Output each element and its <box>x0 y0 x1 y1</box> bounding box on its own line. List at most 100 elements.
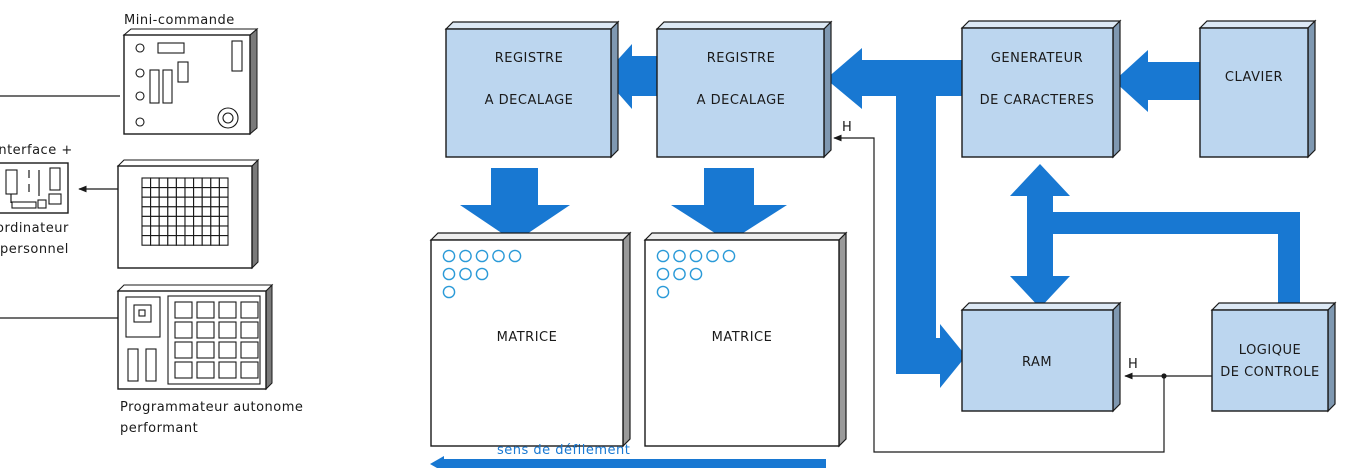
shift-register-1-block: REGISTRE A DECALAGE <box>444 20 620 159</box>
computer-key <box>141 235 152 246</box>
led-dot <box>656 249 670 263</box>
computer-key <box>193 215 203 227</box>
led-dot <box>656 285 670 299</box>
programmer-key <box>240 301 259 319</box>
programmer-key <box>196 321 215 339</box>
computer-key <box>210 225 220 237</box>
character-generator-block: GENERATEUR DE CARACTERES <box>960 19 1122 159</box>
computer-key <box>158 235 169 246</box>
computer-key <box>184 225 195 237</box>
computer-key <box>158 225 169 237</box>
computer-key <box>167 187 177 198</box>
led-dot <box>689 267 703 281</box>
led-dot <box>492 249 505 263</box>
clock-lines: H H <box>833 120 1212 453</box>
character-generator-line1: GENERATEUR <box>991 51 1083 66</box>
ram-block: RAM <box>960 301 1122 413</box>
computer-key <box>184 187 195 198</box>
led-dot <box>475 249 489 263</box>
programmer-key <box>196 341 215 359</box>
led-dot <box>459 249 472 263</box>
programmer-key <box>174 361 193 379</box>
computer-key <box>141 177 152 189</box>
control-logic-block: LOGIQUE DE CONTROLE <box>1210 301 1337 413</box>
computer-key <box>150 215 160 227</box>
computer-key <box>150 177 160 189</box>
programmer-key <box>174 301 193 319</box>
computer-key <box>210 235 220 246</box>
led-dot <box>442 267 456 281</box>
left-devices-panel: Mini-commande Interface + <box>0 13 303 436</box>
computer-key <box>218 235 229 246</box>
computer-key <box>193 225 203 237</box>
programmer-keypad <box>174 301 259 379</box>
computer-key <box>210 177 220 189</box>
matrix-2-label: MATRICE <box>712 330 773 345</box>
programmer-label-line2: performant <box>120 421 198 436</box>
standalone-programmer-device <box>116 283 274 391</box>
computer-key <box>184 235 195 246</box>
matrix-1-label: MATRICE <box>497 330 558 345</box>
computer-key <box>193 235 203 246</box>
arrow-generator-ram-control-bus <box>1010 164 1300 308</box>
computer-key <box>175 215 186 227</box>
programmer-label-line1: Programmateur autonome <box>120 400 303 415</box>
computer-key <box>218 187 229 198</box>
matrix-1-led-dots <box>442 249 522 299</box>
control-logic-line2: DE CONTROLE <box>1220 365 1320 380</box>
computer-key <box>141 187 152 198</box>
shift-register-1-line1: REGISTRE <box>495 51 564 66</box>
programmer-key <box>218 361 237 379</box>
computer-key <box>218 196 229 208</box>
interface-card <box>0 162 69 214</box>
computer-key <box>158 187 169 198</box>
led-dot <box>508 249 522 263</box>
scroll-direction-arrow <box>430 456 826 468</box>
shift-register-2-block: REGISTRE A DECALAGE <box>655 20 833 159</box>
computer-key <box>184 215 195 227</box>
clock-label-register: H <box>842 120 852 135</box>
computer-key <box>167 177 177 189</box>
computer-key <box>201 196 212 208</box>
computer-key <box>201 187 212 198</box>
shift-register-2-line1: REGISTRE <box>707 51 776 66</box>
led-dot <box>689 249 703 263</box>
programmer-key <box>240 361 259 379</box>
computer-key <box>175 177 186 189</box>
computer-key <box>150 235 160 246</box>
led-dot <box>722 249 736 263</box>
programmer-key <box>196 361 215 379</box>
keyboard-label: CLAVIER <box>1225 70 1283 85</box>
led-dot <box>475 267 489 281</box>
computer-key <box>175 196 186 208</box>
scroll-direction-label: sens de défilement <box>497 443 630 458</box>
programmer-key <box>218 321 237 339</box>
arrow-register2-to-register1 <box>603 44 657 109</box>
computer-key <box>150 225 160 237</box>
keyboard-block: CLAVIER <box>1198 19 1317 159</box>
computer-key <box>175 187 186 198</box>
computer-key <box>210 196 220 208</box>
computer-key <box>201 215 212 227</box>
programmer-key <box>218 341 237 359</box>
computer-key <box>201 225 212 237</box>
computer-key <box>141 215 152 227</box>
computer-key <box>141 225 152 237</box>
computer-key <box>193 196 203 208</box>
ram-label: RAM <box>1022 355 1052 370</box>
shift-register-2-line2: A DECALAGE <box>697 93 786 108</box>
led-dot <box>673 267 686 281</box>
programmer-key <box>218 301 237 319</box>
programmer-key <box>174 321 193 339</box>
computer-key <box>158 177 169 189</box>
mini-command-label: Mini-commande <box>124 13 235 28</box>
computer-label-line1: ordinateur <box>0 221 69 236</box>
led-dot <box>459 267 472 281</box>
computer-key <box>158 196 169 208</box>
computer-key <box>175 206 186 217</box>
character-generator-line2: DE CARACTERES <box>980 93 1095 108</box>
computer-label-line2: personnel <box>0 242 69 257</box>
clock-line-to-register <box>833 134 1165 453</box>
mini-command-device <box>122 27 259 136</box>
